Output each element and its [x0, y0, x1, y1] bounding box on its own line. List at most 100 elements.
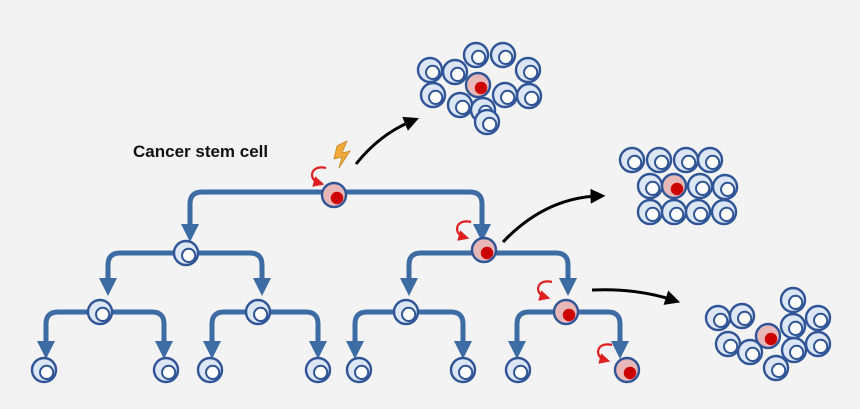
arrow-to-tumor-3: [591, 288, 681, 305]
stem-cell-level-3: [552, 298, 580, 326]
branch-arrows: [508, 309, 629, 359]
arrow-right-branch: [94, 309, 173, 359]
self-renewal-arrow: [597, 343, 613, 364]
cluster-stem-cell: [660, 172, 688, 200]
cluster-cell: [728, 302, 756, 330]
cell-nucleus: [401, 306, 417, 322]
cluster-cell: [704, 304, 732, 332]
cell-nucleus: [458, 364, 474, 380]
cluster-cell: [804, 304, 832, 332]
cluster-stem-cell: [464, 71, 492, 99]
mutation-bolt-layer: [333, 140, 351, 169]
cell-nucleus: [645, 180, 661, 196]
cluster-cell: [714, 330, 742, 358]
cluster-cell: [514, 56, 542, 84]
cluster-cell: [645, 146, 673, 174]
stem-cell-nucleus: [474, 81, 488, 95]
tumor-cluster-3: [704, 286, 832, 382]
stem-cell-nucleus: [330, 191, 344, 205]
branch-arrows: [99, 250, 271, 296]
arrow-left-branch: [508, 309, 553, 359]
self-renewal-arrow: [537, 280, 553, 301]
arrow-right-branch: [393, 309, 472, 359]
differentiated-cell: [152, 356, 180, 384]
stem-cell-nucleus: [480, 246, 494, 260]
lightning-bolt-icon: [333, 140, 351, 169]
self-renewal-arrow: [456, 220, 472, 241]
cluster-cell: [473, 108, 501, 136]
differentiated-cell: [392, 298, 420, 326]
cancer-stem-cell-label: Cancer stem cell: [133, 142, 269, 161]
cell-nucleus: [681, 154, 697, 170]
stem-cell-nucleus: [562, 308, 576, 322]
cell-nucleus: [523, 64, 539, 81]
arrow-left-branch: [400, 250, 470, 296]
cluster-cell: [672, 146, 700, 174]
cell-nucleus: [789, 344, 805, 360]
arrow-left-branch: [99, 250, 177, 296]
cell-nucleus: [455, 99, 471, 116]
arrow-left-branch: [203, 309, 245, 359]
cluster-cell: [660, 198, 688, 226]
differentiated-cell: [449, 356, 477, 384]
cluster-cell: [491, 81, 519, 109]
branch-arrows: [203, 309, 327, 359]
cluster-cell: [780, 336, 808, 364]
cell-nucleus: [627, 154, 643, 170]
stem-cell-level-2: [470, 236, 498, 264]
stem-cell-nucleus: [623, 366, 637, 380]
differentiated-cell: [304, 356, 332, 384]
differentiated-cell: [345, 356, 373, 384]
tumor-formation-arrows: [354, 116, 681, 305]
cell-nucleus: [498, 49, 514, 66]
branch-arrows: [400, 250, 577, 296]
cluster-cell: [416, 56, 444, 84]
root-cancer-stem-cell: [320, 181, 348, 209]
cell-nucleus: [813, 338, 829, 354]
cluster-cell: [636, 198, 664, 226]
cluster-cell: [489, 41, 517, 69]
cell-nucleus: [39, 364, 55, 380]
cell-nucleus: [723, 338, 739, 354]
cluster-cell: [711, 173, 739, 201]
cell-nucleus: [788, 294, 804, 310]
differentiated-cell: [172, 239, 200, 267]
cluster-cell: [779, 286, 807, 314]
cell-nucleus: [513, 364, 529, 380]
cell-nucleus: [181, 247, 197, 263]
differentiated-cell: [196, 356, 224, 384]
cell-nucleus: [500, 89, 516, 106]
cell-nucleus: [253, 306, 269, 322]
cluster-cell: [762, 354, 790, 382]
cluster-cell: [618, 146, 646, 174]
cell-nucleus: [471, 49, 487, 66]
differentiated-cell: [30, 356, 58, 384]
cell-nucleus: [645, 206, 661, 222]
branch-arrows: [181, 189, 491, 242]
cluster-cell: [515, 82, 543, 110]
arrow-left-branch: [37, 309, 94, 359]
cell-nucleus: [654, 154, 670, 170]
cell-nucleus: [482, 116, 498, 133]
arrow-right-branch: [177, 250, 271, 296]
cell-nucleus: [524, 90, 540, 107]
cell-nucleus: [161, 364, 177, 380]
cell-nucleus: [745, 346, 761, 362]
cell-nucleus: [450, 66, 466, 83]
branch-arrows: [346, 309, 472, 359]
cluster-cell: [446, 91, 474, 119]
arrow-right-branch: [470, 250, 577, 296]
cluster-cell: [686, 172, 714, 200]
cell-nucleus: [425, 64, 441, 81]
lineage-cells: [30, 181, 641, 384]
cluster-cell: [684, 198, 712, 226]
cluster-cell: [419, 81, 447, 109]
cell-nucleus: [95, 306, 111, 322]
self-renewal-arrows: [311, 166, 613, 364]
arrow-right-branch: [330, 189, 491, 242]
differentiated-cell: [244, 298, 272, 326]
cluster-cell: [804, 330, 832, 358]
tumor-clusters: [416, 41, 832, 382]
